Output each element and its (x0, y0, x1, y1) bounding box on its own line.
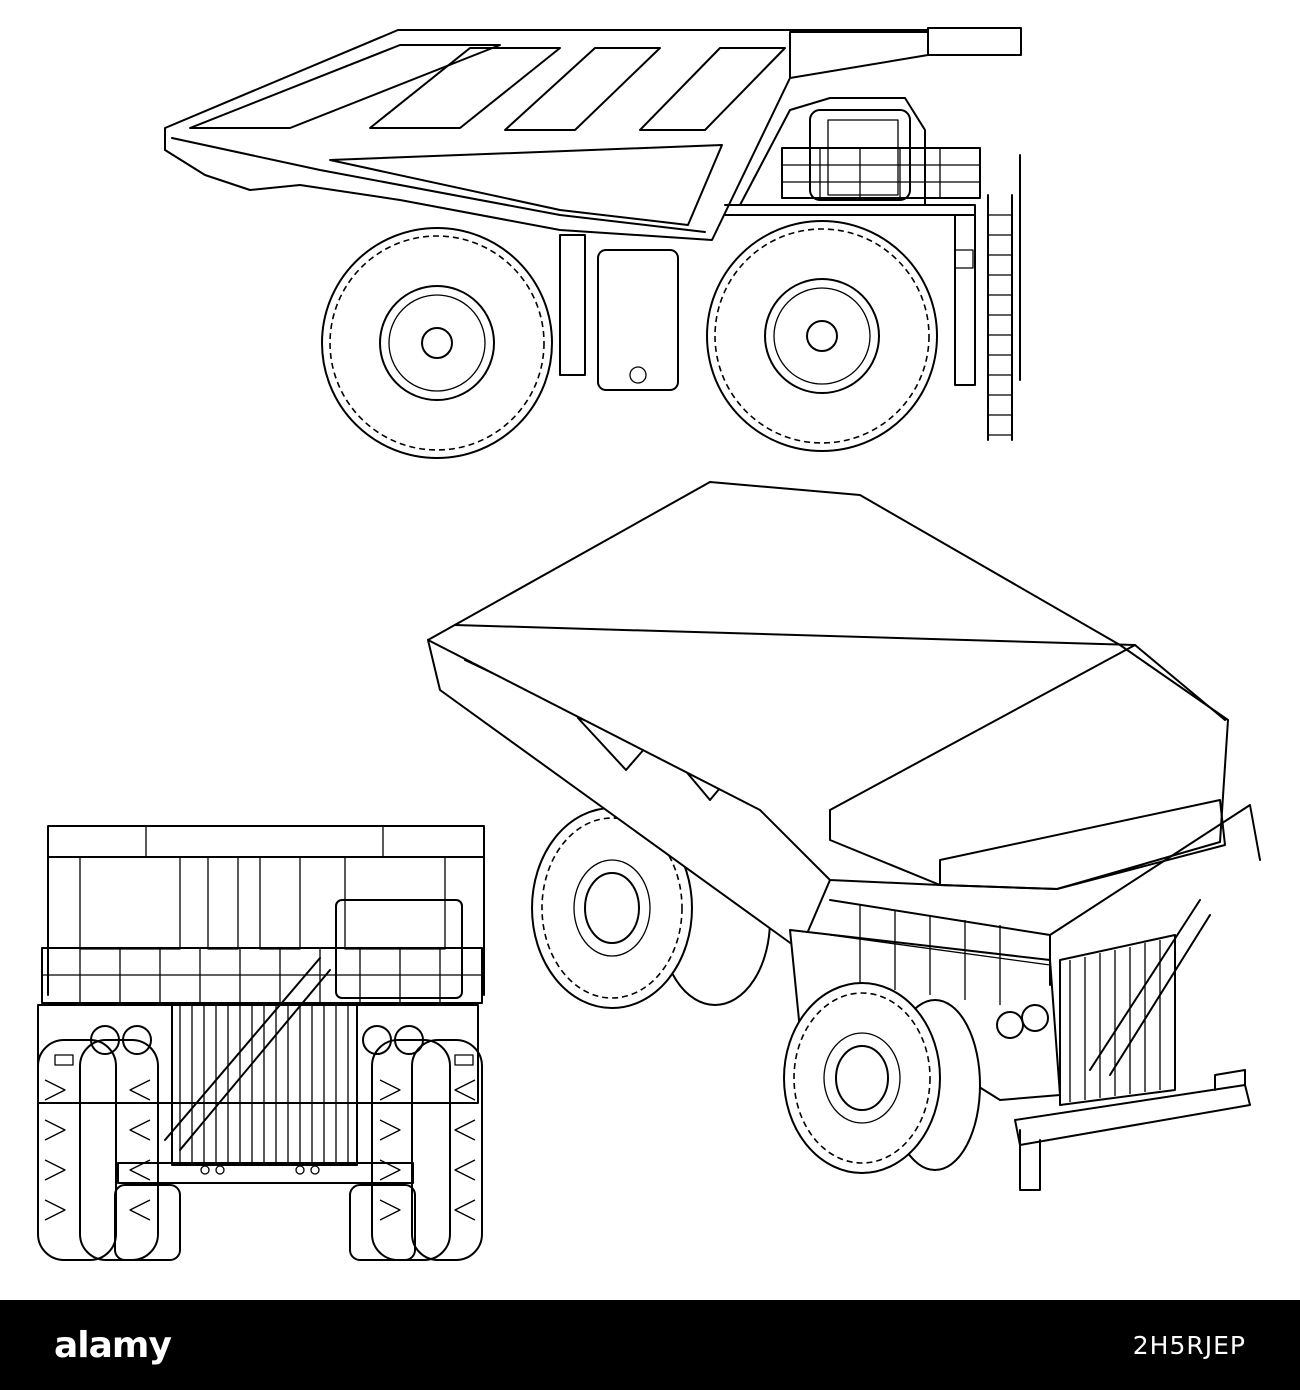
alamy-logo: alamy (54, 1324, 172, 1366)
truck-blueprint (37, 27, 1261, 1261)
front-view (37, 825, 485, 1261)
stock-image-id: 2H5RJEP (1132, 1330, 1246, 1360)
watermark-bar: alamy 2H5RJEP (0, 1300, 1300, 1390)
isometric-view (427, 481, 1261, 1191)
side-view (164, 27, 1022, 459)
